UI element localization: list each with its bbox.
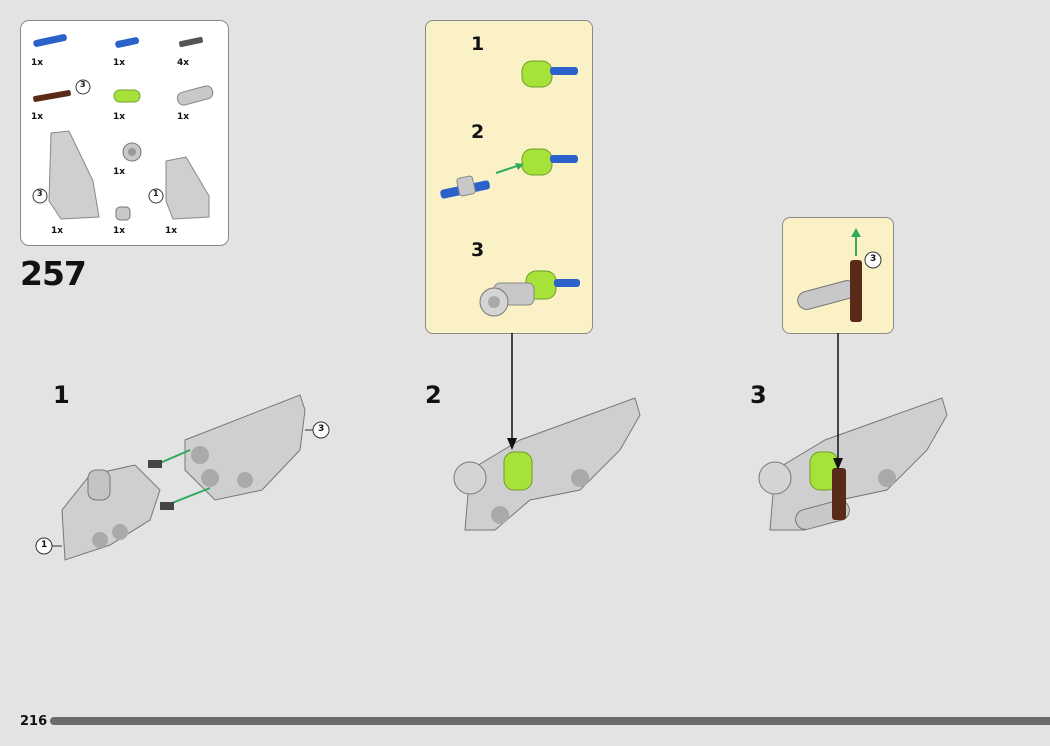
substep-number: 3 (750, 381, 767, 409)
step-number: 257 (20, 254, 87, 293)
part-qty: 1x (113, 167, 126, 177)
part-qty: 1x (51, 226, 64, 236)
parts-list: 1x 1x 4x 3 1x 1x 1x 3 1x 1x 1 1x 1x (20, 20, 229, 246)
part-qty: 1x (113, 112, 126, 122)
gray-beam-icon (176, 85, 214, 106)
blue-axle-pin-icon (115, 37, 140, 48)
left-panel-assembly-icon (61, 464, 161, 561)
left-panel-icon (48, 130, 100, 220)
gray-bushing-icon (122, 142, 142, 162)
part-qty: 1x (113, 58, 126, 68)
green-arrow-icon (159, 449, 211, 504)
assembled-beam-icon (479, 270, 580, 317)
green-arrow-icon (495, 163, 524, 174)
lime-beam-icon (113, 89, 141, 103)
page-number: 216 (20, 714, 48, 729)
multiplier-callout: 3 (870, 254, 877, 264)
substep-number: 2 (425, 381, 442, 409)
assembly-step-2-icon (453, 397, 641, 531)
part-callout: 1 (153, 189, 159, 198)
sub-assembly-callout: 1 2 3 (425, 20, 593, 334)
part-qty: 1x (31, 58, 44, 68)
lime-beam-icon (521, 60, 578, 88)
substep-number: 2 (471, 121, 485, 143)
blue-pin-with-bushing-icon (440, 175, 490, 199)
right-panel-icon (165, 156, 210, 220)
page-progress-bar (50, 717, 1050, 725)
callout-illustrations (797, 228, 882, 322)
part-callout: 3 (80, 80, 86, 89)
substep-number: 1 (471, 33, 485, 55)
part-qty: 1x (31, 112, 44, 122)
green-arrow-icon (851, 228, 861, 256)
part-qty: 1x (113, 226, 126, 236)
blue-long-pin-icon (33, 34, 67, 47)
assembly-step-3-icon (758, 397, 948, 531)
part-callout: 3 (37, 189, 43, 198)
right-panel-assembly-icon (184, 394, 306, 501)
callout-illustrations (440, 60, 580, 317)
arrow-down-icon (507, 438, 517, 450)
part-qty: 1x (177, 112, 190, 122)
connector-icon (148, 460, 162, 468)
substep-number: 3 (471, 239, 485, 261)
small-bushing-icon (115, 206, 131, 221)
part-qty: 1x (165, 226, 178, 236)
arrow-down-icon (833, 458, 843, 470)
lime-beam-icon (521, 148, 578, 176)
step1-callout-bottom: 1 (41, 540, 48, 550)
substep-number: 1 (53, 381, 70, 409)
parts-illustrations (32, 34, 214, 221)
connector-icon (160, 502, 174, 510)
dark-gray-connector-icon (179, 36, 203, 48)
part-qty: 4x (177, 58, 190, 68)
step1-callout-top: 3 (318, 424, 325, 434)
brown-axle-icon (33, 90, 71, 102)
brown-axle-icon (850, 260, 862, 322)
